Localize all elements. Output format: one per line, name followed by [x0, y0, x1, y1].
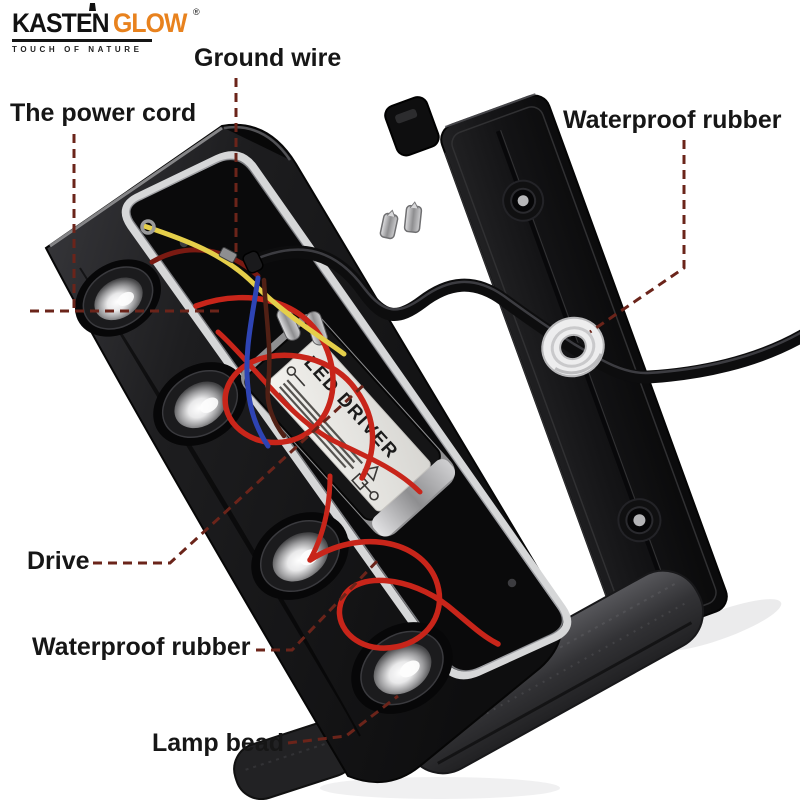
- plate-screw-hole-top: [502, 179, 545, 222]
- ground-wire-yellow: [141, 223, 347, 357]
- brand-tagline: TOUCH OF NATURE: [12, 44, 143, 54]
- live-wire-brown: [261, 277, 287, 439]
- label-drive: Drive: [27, 547, 90, 575]
- brand-name-black: KASTEN: [12, 8, 110, 38]
- cord-sheath-end: [242, 250, 264, 274]
- ground-screw-terminal: [218, 247, 238, 263]
- callout-lines: [30, 78, 686, 745]
- lamp-bead-4: [351, 622, 453, 714]
- driver-end-cap: [372, 459, 456, 537]
- label-waterproof-rubber-top: Waterproof rubber: [563, 106, 782, 134]
- mounting-tab: [384, 96, 440, 157]
- neutral-wire-blue: [244, 275, 271, 449]
- label-terminal-icon: [286, 366, 297, 376]
- label-lamp-bead: Lamp bead: [152, 729, 284, 757]
- logo-divider-line: [12, 39, 152, 42]
- red-wire-link: [307, 473, 333, 563]
- label-power-cord: The power cord: [10, 99, 197, 127]
- callout-drive: [93, 381, 368, 565]
- power-cord-sheath: [245, 245, 800, 384]
- label-ground-wire: Ground wire: [194, 44, 342, 72]
- flange-groove: [79, 267, 361, 737]
- red-wire-loop-upper: [193, 294, 376, 481]
- mounting-tab-slot: [395, 108, 418, 124]
- label-waterproof-rubber-bottom: Waterproof rubber: [32, 633, 251, 661]
- brand-name-orange: GLOW: [113, 8, 188, 38]
- set-screws: [379, 201, 423, 240]
- flange-screw: [506, 577, 518, 589]
- ring-terminal: [140, 219, 156, 235]
- bottom-hinge-tab: [233, 719, 357, 800]
- plate-screw-hole-bottom: [617, 498, 662, 543]
- callout-lamp-bead: [287, 694, 399, 745]
- set-screw-2: [403, 204, 423, 234]
- red-wire-loop-lower: [307, 538, 501, 651]
- registered-trademark-symbol: ®: [193, 7, 200, 17]
- gasket-inner-line: [129, 158, 564, 672]
- set-screw-1: [379, 212, 399, 240]
- power-cord-highlight: [254, 248, 800, 375]
- callout-waterproof-rubber-top: [589, 140, 686, 334]
- power-cord-cable: [242, 245, 800, 384]
- waterproof-rubber-gasket: [121, 151, 572, 680]
- warning-triangle-icon: [362, 465, 379, 482]
- body-edge-highlight: [49, 126, 223, 248]
- rubber-grommet: [541, 316, 605, 378]
- lamp-bead-1: [74, 259, 162, 337]
- lamp-icon: [89, 3, 96, 11]
- lamp-bead-2: [153, 362, 247, 446]
- callout-power-cord: [30, 134, 219, 313]
- callout-waterproof-rubber-bottom: [256, 556, 382, 652]
